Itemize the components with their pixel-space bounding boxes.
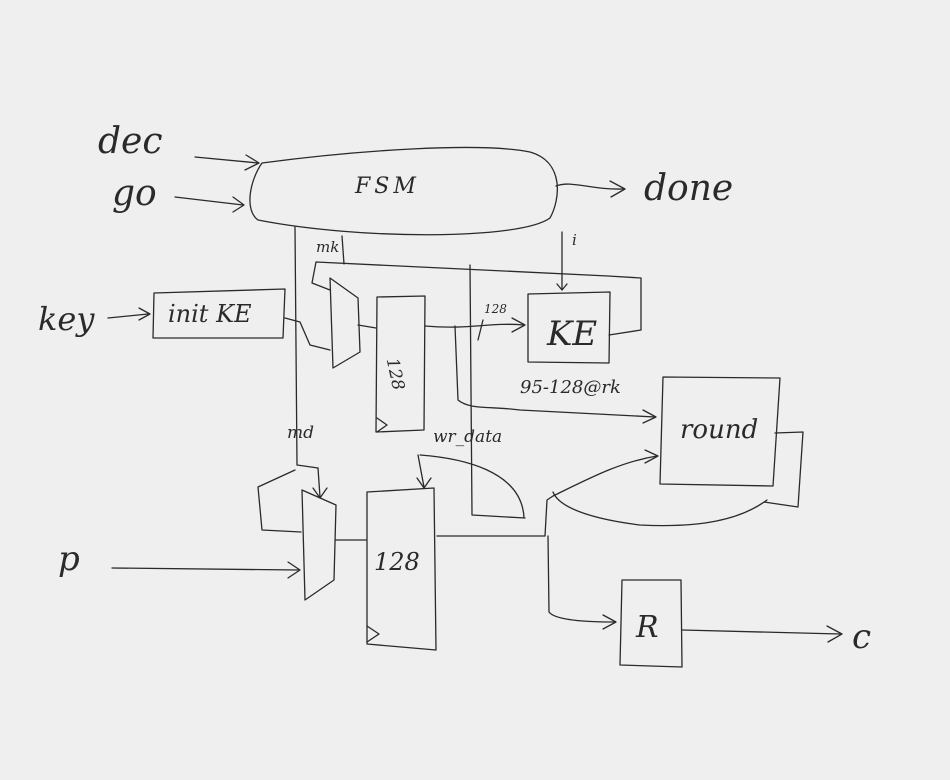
p-input-arrow <box>111 561 301 579</box>
fsm-i-line <box>556 231 568 291</box>
round-label: round <box>680 415 758 445</box>
p-label: p <box>58 539 80 579</box>
key-label: key <box>38 300 95 338</box>
fsm-mk-select-line <box>341 235 345 265</box>
dec-label: dec <box>98 121 163 162</box>
ke-feedback-wire <box>311 261 642 336</box>
c-label: c <box>852 617 871 657</box>
done-output-arrow <box>555 180 626 198</box>
dec-input-arrow <box>194 154 260 171</box>
wr-data-wire <box>419 264 526 519</box>
md-label: md <box>287 423 314 443</box>
round-output-loop-wire <box>552 491 768 527</box>
bottom-register-to-r-arrow <box>547 535 617 630</box>
done-label: done <box>644 168 733 209</box>
top-register-width-label: 128 <box>382 356 408 392</box>
round-block-tab <box>763 431 804 508</box>
top-register-to-ke-arrow <box>424 317 526 341</box>
i-label: i <box>572 231 577 249</box>
bottom-register <box>366 487 437 651</box>
r-label: R <box>635 610 659 645</box>
top-register-clock-mark <box>376 417 388 433</box>
ke-block <box>527 291 611 364</box>
r-block <box>619 579 683 668</box>
bottom-register-clock-mark <box>366 625 380 643</box>
mux-to-top-register-wire <box>357 324 377 329</box>
key-input-arrow <box>107 307 151 321</box>
bottom-register-width-label: 128 <box>374 548 420 576</box>
rk-slice-label: 95-128@rk <box>520 377 621 398</box>
wr-data-to-bottom-register-arrow <box>416 454 432 489</box>
fsm-label: FSM <box>354 174 420 199</box>
init-ke-label: init KE <box>168 300 252 328</box>
wr-data-label: wr_data <box>433 427 502 447</box>
rk-to-round-wire <box>454 325 657 424</box>
bottom-mux-feedback-wire <box>257 469 302 533</box>
md-select-arrow <box>312 467 328 499</box>
go-label: go <box>112 173 157 214</box>
init-ke-block <box>152 288 286 339</box>
ke-label: KE <box>546 314 597 354</box>
top-width-label: 128 <box>484 302 507 316</box>
fsm-md-select-line <box>294 226 319 469</box>
init-ke-to-mux-wire <box>284 317 331 351</box>
fsm-block <box>249 146 559 236</box>
round-block <box>659 376 781 487</box>
top-mux <box>329 277 361 369</box>
bottom-register-to-round-wire <box>436 449 659 537</box>
go-input-arrow <box>174 196 245 213</box>
top-register <box>375 295 426 433</box>
bottom-mux <box>301 489 337 601</box>
c-output-arrow <box>681 625 843 643</box>
mk-label: mk <box>316 238 339 256</box>
